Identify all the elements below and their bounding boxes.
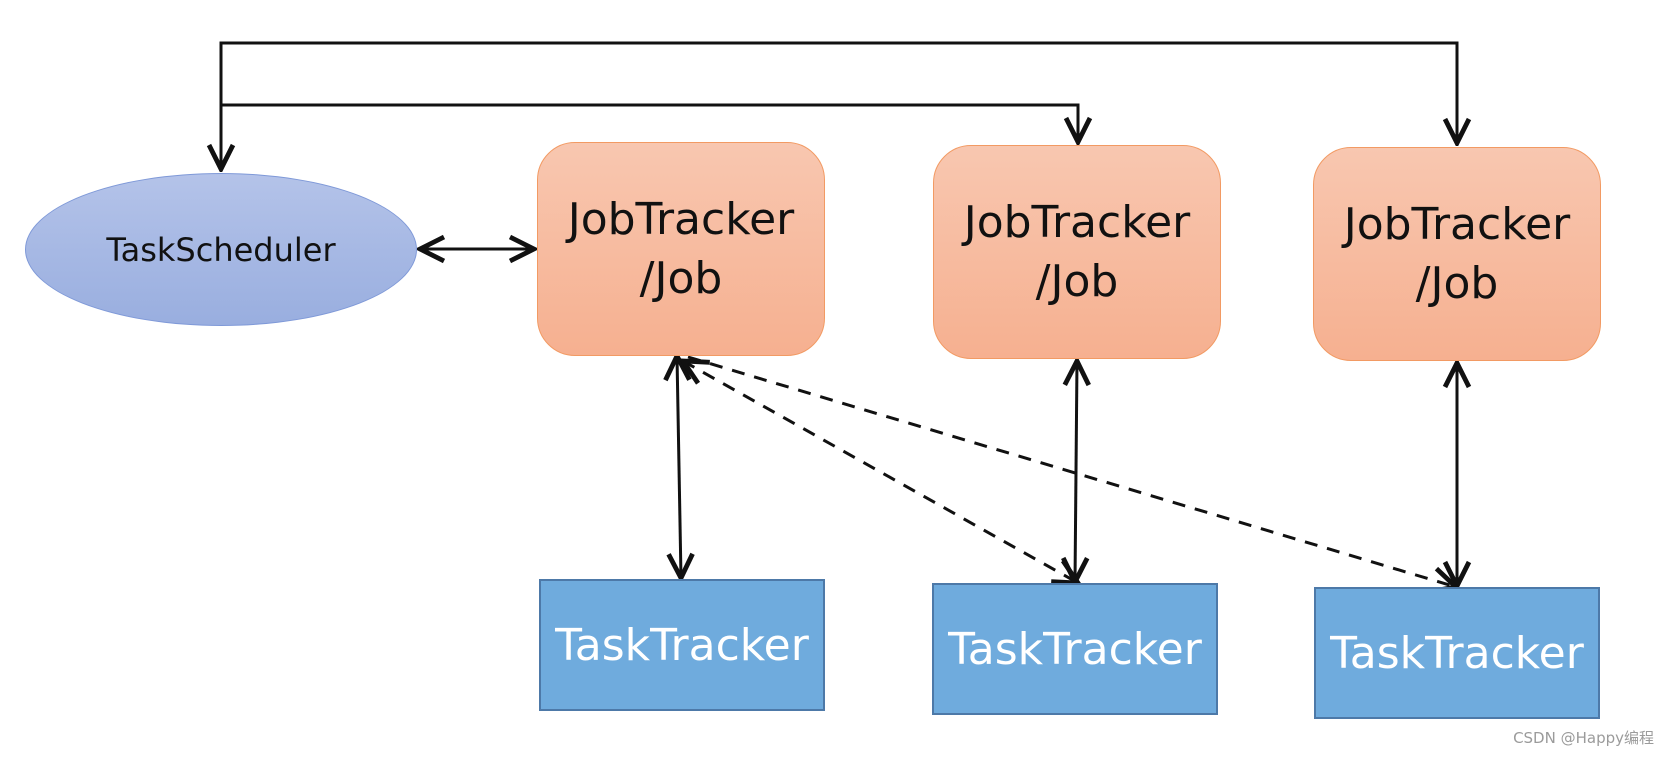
job-tracker-node-1: JobTracker /Job	[537, 142, 825, 356]
job1-task3-dashed-arrow	[687, 355, 1456, 587]
middle-loop-line	[221, 103, 1078, 142]
task-tracker-node-2: TaskTracker	[932, 583, 1218, 715]
task-tracker-node-3: TaskTracker	[1314, 587, 1600, 719]
task-scheduler-label: TaskScheduler	[106, 230, 336, 269]
job1-task1-arrow	[677, 356, 681, 578]
job-tracker-label-line1: JobTracker	[1343, 199, 1571, 250]
watermark-text: CSDN @Happy编程	[1513, 729, 1654, 747]
job-tracker-label-line1: JobTracker	[963, 197, 1191, 248]
task-scheduler-node: TaskScheduler	[25, 173, 417, 326]
task-tracker-node-1: TaskTracker	[539, 579, 825, 711]
job-tracker-node-3: JobTracker /Job	[1313, 147, 1601, 361]
job-tracker-label-line2: /Job	[639, 253, 723, 304]
job1-task2-dashed-arrow	[683, 361, 1078, 583]
job-tracker-label-line2: /Job	[1035, 256, 1119, 307]
task-tracker-label: TaskTracker	[555, 619, 809, 671]
task-tracker-label: TaskTracker	[948, 623, 1202, 675]
job-tracker-label-line1: JobTracker	[567, 194, 795, 245]
job-tracker-node-2: JobTracker /Job	[933, 145, 1221, 359]
task-tracker-label: TaskTracker	[1330, 627, 1584, 679]
job-tracker-label-line2: /Job	[1415, 258, 1499, 309]
